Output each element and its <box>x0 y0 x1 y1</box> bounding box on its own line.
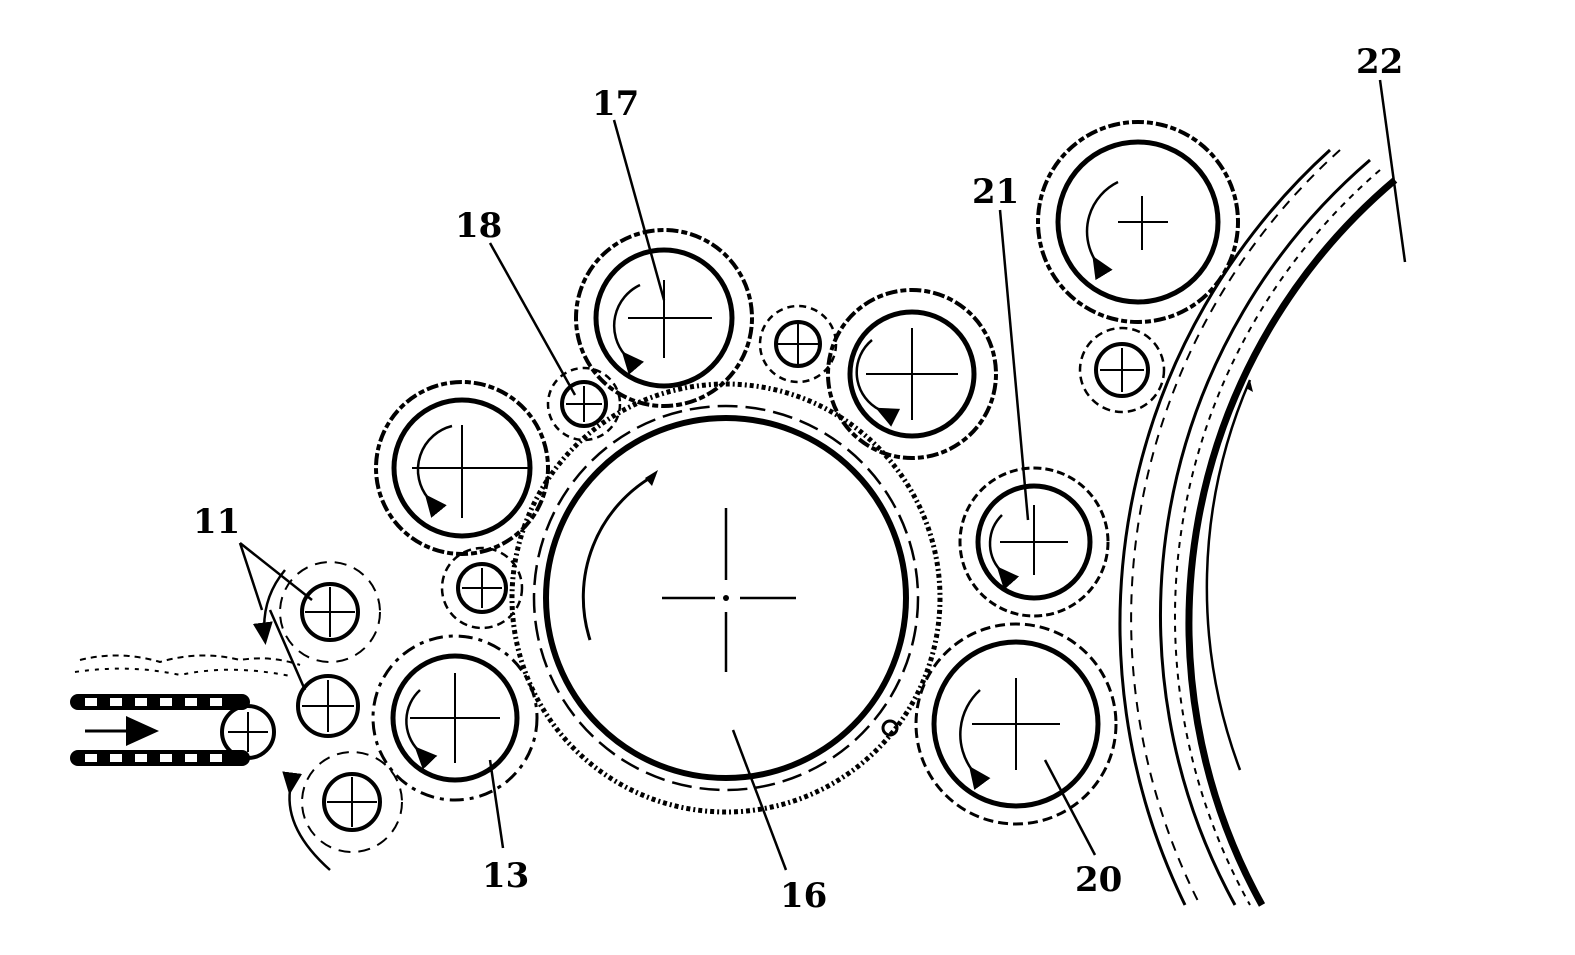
label-17: 17 <box>592 84 639 124</box>
label-18: 18 <box>455 206 502 246</box>
worker-roller-right <box>826 288 998 460</box>
roller-21 <box>958 466 1110 618</box>
main-cylinder-16 <box>509 381 943 815</box>
label-13: 13 <box>482 856 529 896</box>
stripper-roller-18 <box>546 366 622 442</box>
small-roller-upper-right <box>1078 326 1166 414</box>
worker-roller-left <box>374 380 550 556</box>
feed-rollers-11 <box>252 561 403 871</box>
cylinder-22 <box>1118 148 1398 907</box>
roller-13 <box>371 634 539 802</box>
label-11: 11 <box>193 502 240 542</box>
label-21: 21 <box>972 172 1019 212</box>
leader-lines <box>238 79 1407 871</box>
small-roller-near-13 <box>440 546 524 630</box>
label-22: 22 <box>1356 42 1403 82</box>
stripper-roller-mid <box>758 304 838 384</box>
part-labels: 11 13 16 17 18 20 21 22 <box>193 42 1403 916</box>
label-16: 16 <box>780 876 827 916</box>
label-20: 20 <box>1075 860 1122 900</box>
feed-conveyor <box>70 654 301 766</box>
roller-20 <box>914 622 1118 826</box>
worker-roller-upper-right <box>1036 120 1240 324</box>
worker-roller-17 <box>574 228 754 408</box>
